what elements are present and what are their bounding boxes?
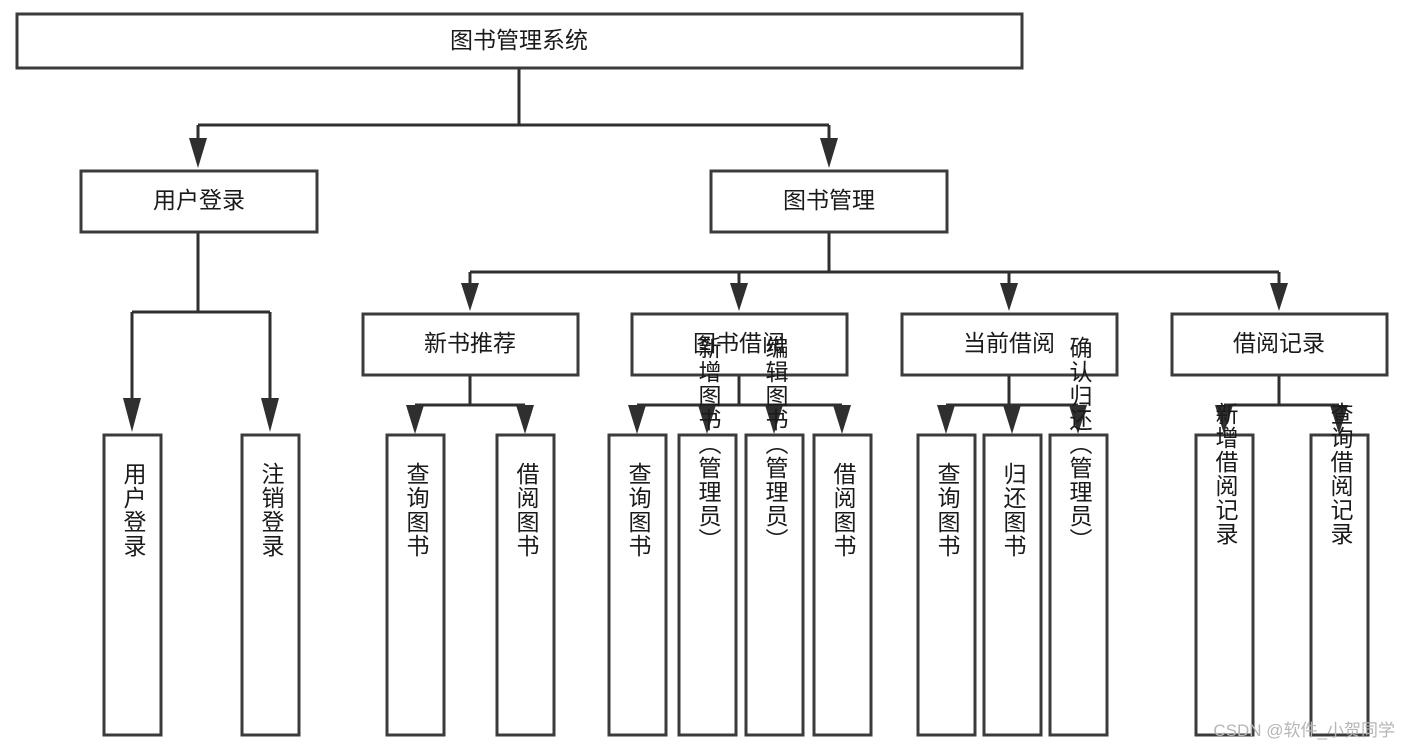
- arrowhead-book-borrow-2: [698, 405, 716, 434]
- node-book-management-label: 图书管理: [783, 187, 875, 213]
- node-borrow-record[interactable]: 借阅记录: [1170, 312, 1389, 377]
- node-leaf-borrow-record-add[interactable]: 新增借阅记录: [1194, 402, 1255, 737]
- node-leaf-book-borrow-edit-label: 编辑图书（管理员）: [762, 336, 789, 552]
- connector-group-book-management: [461, 232, 1288, 311]
- arrowhead-borrow-record-1: [1215, 405, 1233, 434]
- node-leaf-book-borrow-query-rect: [607, 433, 668, 737]
- node-user-login-label: 用户登录: [153, 187, 245, 213]
- connector-group-current-borrow: [937, 375, 1087, 434]
- node-current-borrow-rect: [900, 312, 1119, 377]
- arrowhead-book-borrow-4: [833, 405, 851, 434]
- node-leaf-new-book-query-rect: [385, 433, 446, 737]
- node-leaf-user-login-logout-label: 注销登录: [258, 462, 285, 558]
- arrowhead-book-borrow-3: [765, 405, 783, 434]
- node-root-rect: [15, 12, 1024, 70]
- arrowhead-new-book-1: [406, 405, 424, 434]
- arrowhead-book-mgmt-4: [1270, 283, 1288, 311]
- node-leaf-book-borrow-query[interactable]: 查询图书: [607, 433, 668, 737]
- arrowhead-borrow-record-2: [1330, 405, 1348, 434]
- node-new-book-recommend-rect: [361, 312, 580, 377]
- connector-group-new-book: [406, 375, 534, 434]
- connector-group-user-login: [123, 232, 279, 432]
- node-leaf-current-borrow-return-rect: [982, 433, 1043, 737]
- node-leaf-book-borrow-add-label: 新增图书（管理员）: [695, 336, 722, 552]
- node-leaf-book-borrow-edit[interactable]: 编辑图书（管理员）: [744, 336, 805, 737]
- node-book-borrow[interactable]: 图书借阅: [630, 312, 849, 377]
- node-leaf-user-login-login[interactable]: 用户登录: [102, 433, 163, 737]
- csdn-watermark: CSDN @软件_小贺同学: [1213, 721, 1395, 740]
- arrowhead-book-borrow-1: [628, 405, 646, 434]
- node-leaf-new-book-query-label: 查询图书: [403, 462, 430, 558]
- node-leaf-book-borrow-edit-rect: [744, 433, 805, 737]
- arrowhead-book-mgmt-1: [461, 283, 479, 311]
- connector-group-root: [189, 68, 838, 168]
- node-leaf-new-book-borrow-label: 借阅图书: [513, 462, 540, 558]
- arrowhead-book-mgmt-2: [730, 283, 748, 311]
- node-leaf-new-book-query[interactable]: 查询图书: [385, 433, 446, 737]
- node-leaf-book-borrow-add[interactable]: 新增图书（管理员）: [677, 336, 738, 737]
- node-borrow-record-label: 借阅记录: [1233, 330, 1325, 356]
- node-leaf-borrow-record-add-rect: [1194, 433, 1255, 737]
- node-leaf-new-book-borrow[interactable]: 借阅图书: [495, 433, 556, 737]
- node-leaf-current-borrow-return-label: 归还图书: [1000, 462, 1027, 558]
- node-leaf-borrow-record-query-rect: [1309, 433, 1370, 737]
- node-leaf-current-borrow-return[interactable]: 归还图书: [982, 433, 1043, 737]
- connector-group-book-borrow: [628, 375, 851, 434]
- node-leaf-book-borrow-borrow[interactable]: 借阅图书: [812, 433, 873, 737]
- node-leaf-current-borrow-query[interactable]: 查询图书: [916, 433, 977, 737]
- node-leaf-user-login-login-label: 用户登录: [120, 462, 147, 558]
- node-new-book-recommend-label: 新书推荐: [424, 330, 516, 356]
- arrowhead-current-borrow-1: [937, 405, 955, 434]
- arrowhead-root-1: [189, 138, 207, 168]
- node-borrow-record-rect: [1170, 312, 1389, 377]
- node-user-login[interactable]: 用户登录: [79, 169, 319, 234]
- node-leaf-book-borrow-add-rect: [677, 433, 738, 737]
- node-leaf-current-borrow-confirm[interactable]: 确认归还（管理员）: [1048, 336, 1109, 737]
- node-leaf-current-borrow-query-label: 查询图书: [934, 462, 961, 558]
- node-leaf-borrow-record-query-label: 查询借阅记录: [1327, 402, 1354, 546]
- arrowhead-current-borrow-2: [1003, 405, 1021, 434]
- node-new-book-recommend[interactable]: 新书推荐: [361, 312, 580, 377]
- arrowhead-user-login-2: [261, 398, 279, 432]
- node-book-management-rect: [709, 169, 949, 234]
- node-current-borrow-label: 当前借阅: [963, 330, 1055, 356]
- node-leaf-user-login-logout-rect: [240, 433, 301, 737]
- node-leaf-book-borrow-borrow-rect: [812, 433, 873, 737]
- arrowhead-root-2: [820, 138, 838, 168]
- node-root-label: 图书管理系统: [450, 27, 588, 53]
- node-leaf-user-login-login-rect: [102, 433, 163, 737]
- node-book-borrow-rect: [630, 312, 849, 377]
- node-leaf-borrow-record-add-label: 新增借阅记录: [1212, 402, 1239, 546]
- node-leaf-user-login-logout[interactable]: 注销登录: [240, 433, 301, 737]
- node-leaf-current-borrow-confirm-label: 确认归还（管理员）: [1066, 336, 1093, 552]
- node-book-borrow-label: 图书借阅: [693, 330, 785, 356]
- node-leaf-current-borrow-query-rect: [916, 433, 977, 737]
- node-root-book-management-system[interactable]: 图书管理系统: [15, 12, 1024, 70]
- node-book-management[interactable]: 图书管理: [709, 169, 949, 234]
- node-leaf-book-borrow-borrow-label: 借阅图书: [830, 462, 857, 558]
- node-current-borrow[interactable]: 当前借阅: [900, 312, 1119, 377]
- arrowhead-new-book-2: [516, 405, 534, 434]
- arrowhead-current-borrow-3: [1069, 405, 1087, 434]
- node-user-login-rect: [79, 169, 319, 234]
- connector-group-borrow-record: [1215, 375, 1348, 434]
- node-leaf-current-borrow-confirm-rect: [1048, 433, 1109, 737]
- arrowhead-book-mgmt-3: [1000, 283, 1018, 311]
- node-leaf-borrow-record-query[interactable]: 查询借阅记录: [1309, 402, 1370, 737]
- node-leaf-book-borrow-query-label: 查询图书: [625, 462, 652, 558]
- arrowhead-user-login-1: [123, 398, 141, 432]
- node-leaf-new-book-borrow-rect: [495, 433, 556, 737]
